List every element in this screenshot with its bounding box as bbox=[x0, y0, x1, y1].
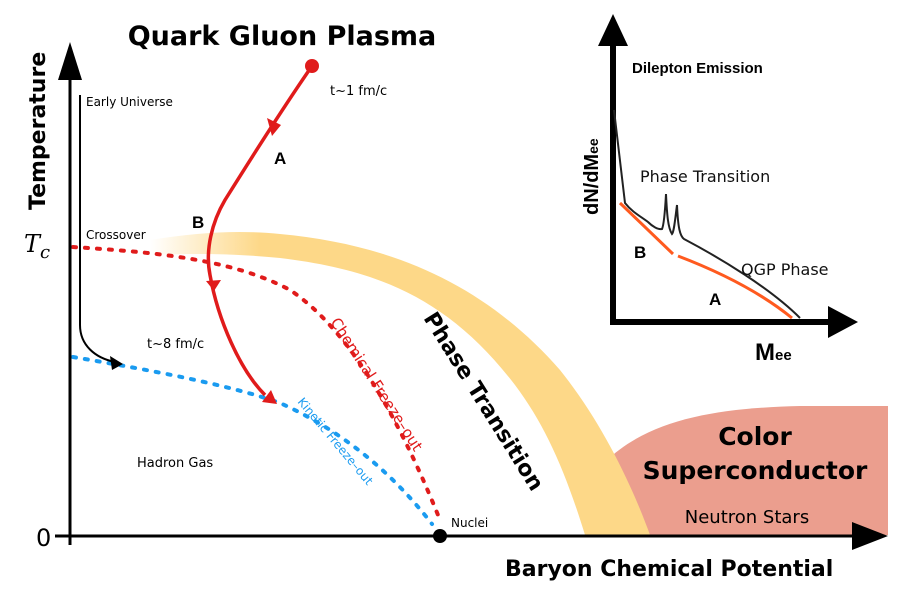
early-universe-path bbox=[79, 95, 116, 363]
point-a-label: A bbox=[274, 149, 286, 168]
color-superconductor-label-1: Color bbox=[718, 422, 792, 451]
inset-x-label: Mee bbox=[755, 339, 792, 366]
collision-trajectory bbox=[206, 65, 314, 397]
x-axis-label: Baryon Chemical Potential bbox=[505, 557, 833, 582]
inset-point-a: A bbox=[709, 290, 721, 309]
phase-transition-band bbox=[150, 232, 650, 535]
y-axis-arrowhead bbox=[58, 42, 82, 80]
kinetic-freezeout-curve bbox=[71, 355, 434, 526]
inset-phase-transition-label: Phase Transition bbox=[640, 167, 770, 186]
color-superconductor-label-2: Superconductor bbox=[643, 456, 868, 485]
t1-label: t~1 fm/c bbox=[330, 84, 387, 99]
neutron-stars-label: Neutron Stars bbox=[685, 507, 809, 528]
inset-y-arrowhead bbox=[598, 14, 628, 46]
inset-title: Dilepton Emission bbox=[632, 60, 763, 77]
crossover-label: Crossover bbox=[86, 228, 146, 242]
early-universe-arrowhead bbox=[110, 356, 123, 370]
early-universe-label: Early Universe bbox=[86, 95, 173, 109]
inset-qgp-label: QGP Phase bbox=[741, 260, 829, 279]
chemical-freezeout-curve bbox=[71, 245, 442, 522]
nuclei-dot bbox=[433, 529, 447, 543]
t8-label: t~8 fm/c bbox=[147, 337, 204, 352]
zero-label: 0 bbox=[36, 524, 51, 552]
color-superconductor-region bbox=[605, 406, 888, 535]
kinetic-freezeout-label: Kinetic Freeze–out bbox=[295, 395, 376, 488]
inset-y-label: dN/dMee bbox=[581, 138, 603, 215]
inset-point-b: B bbox=[634, 243, 646, 262]
tc-label: Tc bbox=[24, 230, 50, 263]
y-axis-label: Temperature bbox=[26, 52, 51, 210]
diagram-title: Quark Gluon Plasma bbox=[128, 21, 437, 52]
inset-x-arrowhead bbox=[828, 306, 858, 338]
trajectory-arrow-end bbox=[262, 390, 277, 404]
inset-spectrum-curve bbox=[613, 109, 801, 319]
dilepton-inset: Dilepton Emission dN/dMee Mee Phase Tran… bbox=[581, 14, 858, 366]
hadron-gas-label: Hadron Gas bbox=[137, 456, 213, 471]
trajectory-arrow-mid bbox=[206, 280, 221, 291]
point-b-label: B bbox=[192, 213, 204, 232]
trajectory-arrow-a bbox=[267, 118, 281, 136]
inset-fit-b bbox=[618, 201, 675, 256]
x-axis-arrowhead bbox=[852, 522, 888, 550]
nuclei-label: Nuclei bbox=[451, 516, 488, 530]
inset-fit-a bbox=[677, 254, 793, 320]
chemical-freezeout-label: Chemical Freeze–out bbox=[327, 314, 427, 454]
